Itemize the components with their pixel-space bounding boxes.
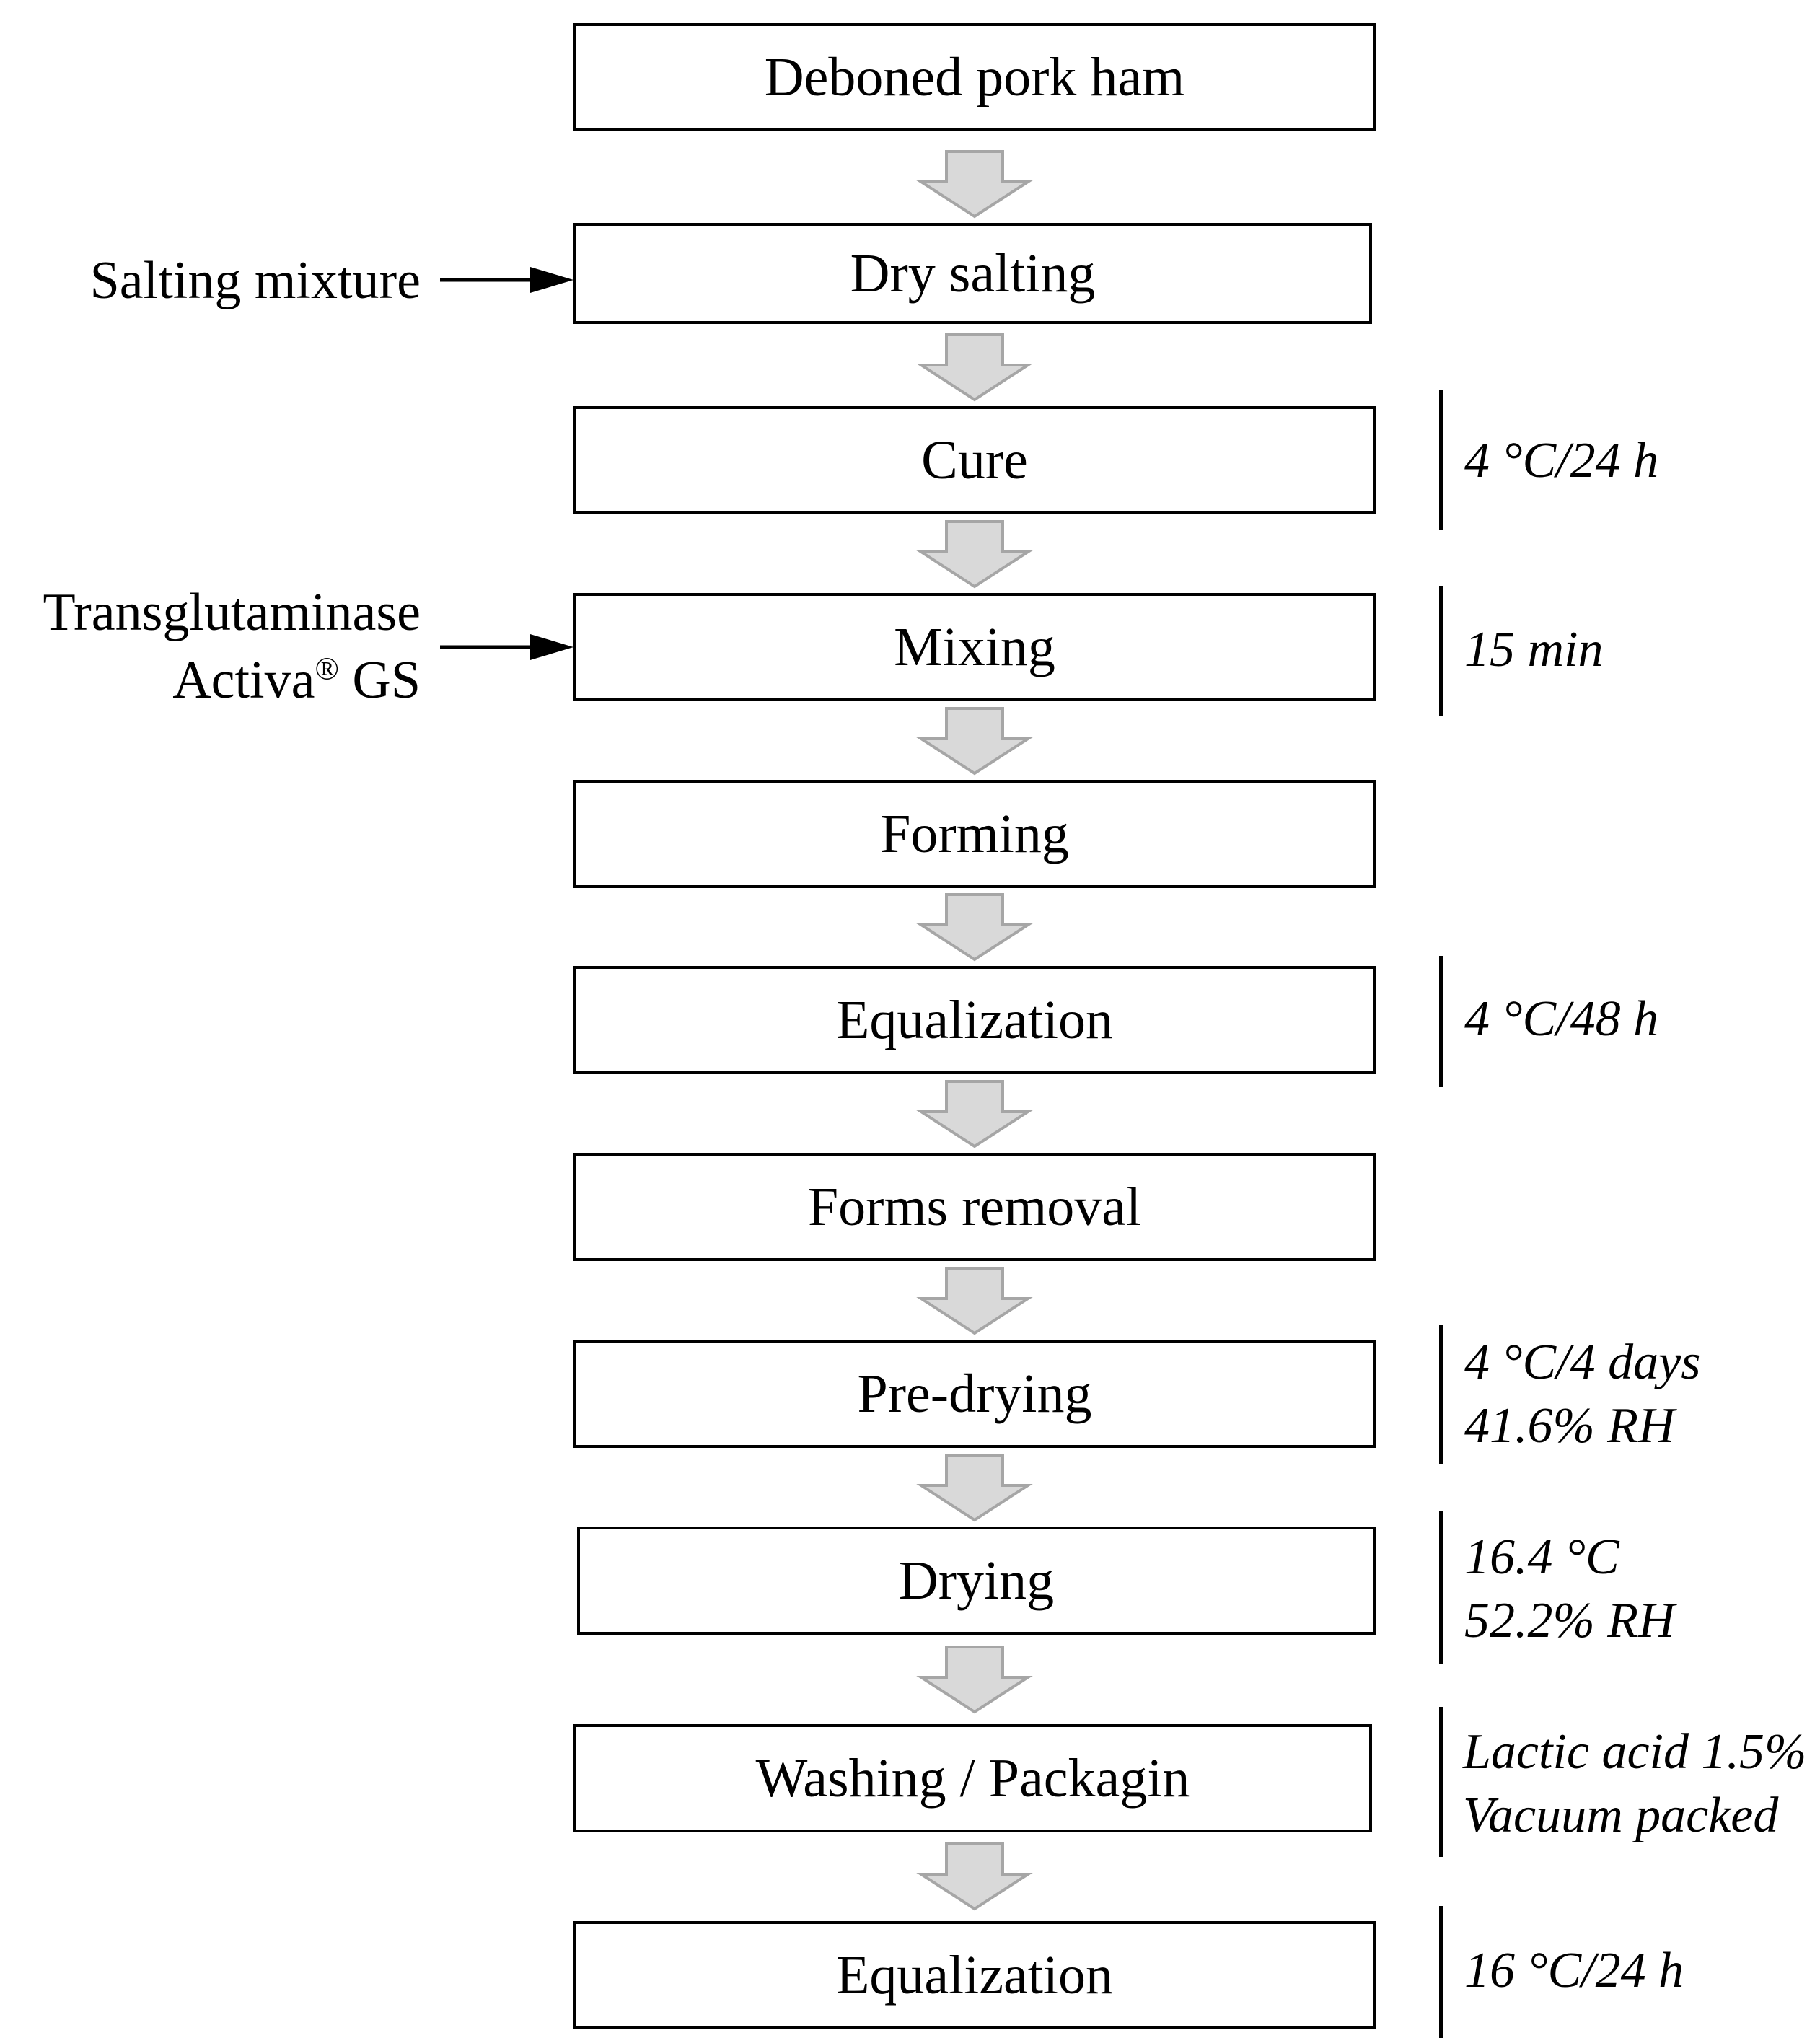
condition-pre-drying: 4 °C/4 days 41.6% RH [1464,1331,1700,1457]
step-mixing: Mixing [573,593,1376,701]
condition-mixing-text: 15 min [1464,622,1604,677]
step-forming: Forming [573,780,1376,888]
flow-arrow-10 [916,1842,1033,1911]
step-washing-packaging: Washing / Packagin [573,1724,1372,1832]
condition-final-equalization: 16 °C/24 h [1464,1939,1684,2003]
flow-arrow-5 [916,893,1033,962]
input-arrows [440,267,573,660]
flow-arrow-6 [916,1080,1033,1148]
step-dry-salting: Dry salting [573,223,1372,324]
input-transglutaminase: Transglutaminase Activa® GS [43,579,421,715]
condition-cure-text: 4 °C/24 h [1464,433,1659,488]
condition-cure: 4 °C/24 h [1464,429,1658,493]
condition-drying-line2: 52.2% RH [1464,1592,1675,1648]
step-pre-drying: Pre-drying [573,1340,1376,1448]
step-label: Forms removal [807,1177,1142,1237]
condition-equalization: 4 °C/48 h [1464,988,1658,1051]
condition-final-equalization-text: 16 °C/24 h [1464,1943,1684,1998]
step-label: Drying [898,1550,1055,1611]
step-equalization: Equalization [573,966,1376,1074]
condition-washing: Lactic acid 1.5% Vacuum packed [1463,1721,1806,1847]
step-label: Washing / Packagin [755,1748,1190,1809]
condition-washing-line1: Lactic acid 1.5% [1463,1724,1807,1780]
step-deboned-pork-ham: Deboned pork ham [573,23,1376,131]
condition-mixing: 15 min [1464,618,1604,682]
step-drying: Drying [577,1527,1376,1635]
step-label: Pre-drying [857,1363,1092,1424]
condition-equalization-text: 4 °C/48 h [1464,991,1659,1047]
enzyme-suffix: GS [338,650,421,710]
flow-arrow-3 [916,520,1033,589]
condition-drying-line1: 16.4 °C [1464,1529,1619,1585]
condition-washing-line2: Vacuum packed [1463,1787,1779,1843]
flow-arrow-4 [916,707,1033,776]
input-salting-mixture: Salting mixture [90,247,421,315]
flow-arrows [916,150,1033,1911]
input-enzyme-line2: Activa® GS [43,647,421,715]
step-final-equalization: Equalization [573,1921,1376,2029]
flow-arrow-7 [916,1267,1033,1335]
step-label: Forming [880,804,1069,864]
step-label: Equalization [835,1945,1114,2006]
flow-arrow-2 [916,333,1033,402]
registered-mark: ® [315,651,339,687]
flow-arrow-8 [916,1454,1033,1522]
step-label: Equalization [835,990,1114,1050]
step-label: Dry salting [850,243,1096,304]
step-label: Deboned pork ham [764,47,1185,107]
flow-arrow-9 [916,1646,1033,1714]
condition-pre-drying-line2: 41.6% RH [1464,1397,1675,1454]
step-label: Cure [921,430,1028,491]
input-salting-label: Salting mixture [89,251,421,310]
salting-input-arrow-head [530,267,573,293]
condition-drying: 16.4 °C 52.2% RH [1464,1526,1675,1652]
step-forms-removal: Forms removal [573,1153,1376,1261]
enzyme-input-arrow-head [530,634,573,660]
step-cure: Cure [573,406,1376,514]
enzyme-name: Activa [172,650,315,710]
step-label: Mixing [894,617,1055,677]
input-enzyme-line1: Transglutaminase [43,583,421,642]
flow-arrow-1 [916,150,1033,219]
condition-pre-drying-line1: 4 °C/4 days [1464,1335,1701,1390]
